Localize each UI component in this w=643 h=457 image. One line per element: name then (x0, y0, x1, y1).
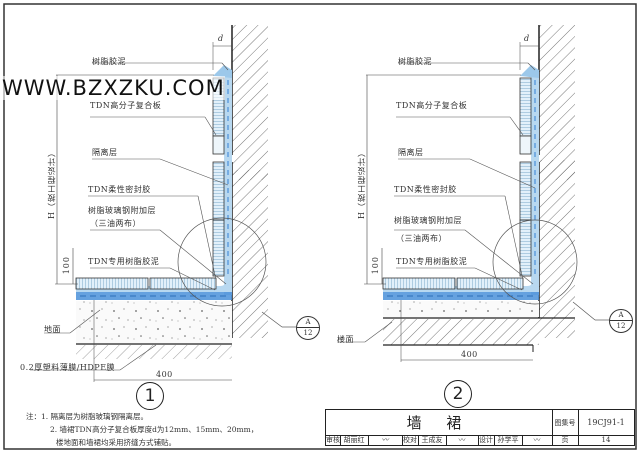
dim-100-2: 100 (371, 256, 380, 275)
review-label: 审核 (326, 435, 341, 445)
checker-signature: 〰 (446, 435, 479, 445)
label-floor: 楼面 (337, 335, 354, 344)
note-1: 隔离层为树脂玻璃钢隔离层。 (50, 412, 149, 421)
note-2: 墙裙TDN高分子复合板厚度d为12mm、15mm、20mm， (59, 425, 259, 434)
dim-100-1: 100 (62, 256, 71, 275)
check-label: 校对 (403, 435, 419, 445)
label-special-mortar-1: TDN专用树脂胶泥 (88, 257, 160, 266)
label-isolation-layer-2: 隔离层 (398, 148, 424, 157)
label-frp-layer-sub-1: （三油两布） (90, 219, 141, 228)
label-ground: 地面 (44, 325, 61, 334)
label-special-mortar-2: TDN专用树脂胶泥 (396, 257, 468, 266)
label-film: 0.2厚塑料薄膜/HDPE膜 (20, 363, 116, 372)
label-composite-board-2: TDN高分子复合板 (396, 101, 468, 110)
reviewer: 胡丽红 (340, 435, 369, 445)
detail-number-2: 2 (444, 380, 472, 408)
detail-2-drawing (337, 25, 610, 362)
detail-1-drawing (30, 25, 296, 382)
label-flexible-sealant-1: TDN柔性密封胶 (88, 185, 151, 194)
page-label: 页 (552, 435, 579, 445)
designer-signature: 〰 (522, 435, 553, 445)
sheet-border (3, 3, 637, 450)
label-resin-mortar-1: 树脂胶泥 (92, 57, 126, 66)
label-frp-layer-2: 树脂玻璃钢附加层 (394, 216, 462, 225)
dim-height-2: H（按工程设计） (357, 148, 366, 219)
dim-d-2: d (524, 34, 530, 43)
designer: 孙学平 (494, 435, 523, 445)
label-frp-layer-sub-2: （三油两布） (396, 234, 447, 243)
atlas-label: 图集号 (552, 410, 579, 436)
dim-d-1: d (218, 34, 224, 43)
label-resin-mortar-2: 树脂胶泥 (398, 57, 432, 66)
atlas-number: 19CJ91-1 (578, 410, 634, 436)
detail-number-1: 1 (136, 382, 164, 410)
label-isolation-layer-1: 隔离层 (92, 148, 118, 157)
dim-400-1: 400 (156, 370, 173, 379)
watermark: WWW.BZXZKU.COM (2, 76, 225, 100)
label-frp-layer-1: 树脂玻璃钢附加层 (88, 206, 156, 215)
notes: 注：1. 隔离层为树脂玻璃钢隔离层。 2. 墙裙TDN高分子复合板厚度d为12m… (26, 412, 259, 447)
page-number: 14 (601, 436, 611, 444)
drawing-title: 墙 裙 (326, 410, 553, 436)
title-block: 墙 裙 图集号 19CJ91-1 审核 胡丽红 〰 校对 王成友 〰 设计 孙学… (325, 409, 635, 446)
dim-height-1: H（按工程设计） (47, 148, 56, 219)
dim-400-2: 400 (461, 350, 478, 359)
design-label: 设计 (479, 435, 495, 445)
checker: 王成友 (418, 435, 447, 445)
note-2-cont: 楼地面和墙裙均采用挤缝方式铺贴。 (56, 438, 176, 447)
label-composite-board-1: TDN高分子复合板 (90, 101, 162, 110)
reviewer-signature: 〰 (368, 435, 403, 445)
label-flexible-sealant-2: TDN柔性密封胶 (394, 185, 457, 194)
